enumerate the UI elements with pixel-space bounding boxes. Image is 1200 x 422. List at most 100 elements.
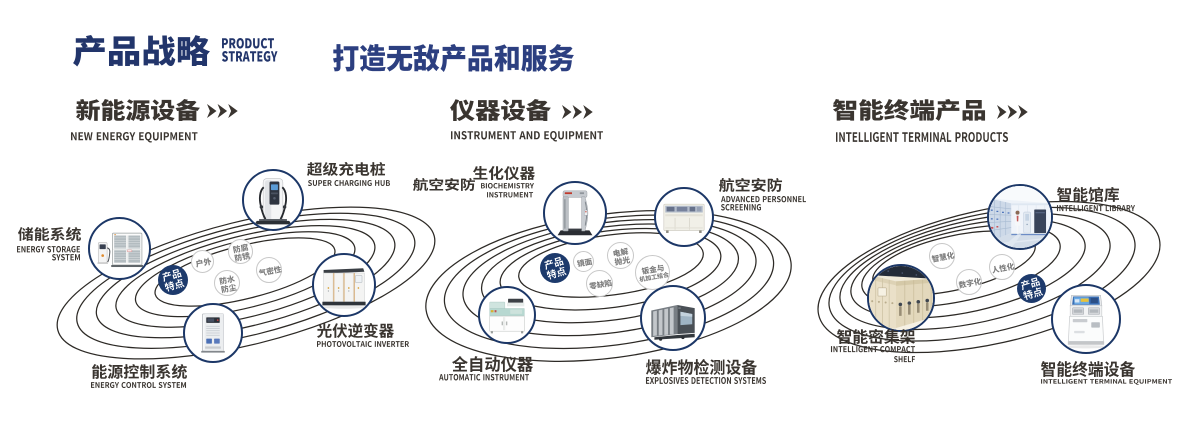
bubble-electropolish-glyphs: [612, 247, 630, 266]
circle-terminal-equipment: [1051, 284, 1121, 354]
terminal-image: [1064, 294, 1108, 349]
label-energy-storage-glyphs: [52, 253, 80, 260]
label-compact-shelf-glyphs: [830, 345, 916, 353]
label-photovoltaic-inverter-glyphs: [316, 340, 410, 347]
circle-personnel-screening: [654, 187, 714, 247]
circle-energy-storage: [87, 216, 151, 280]
circle-automatic-instrument: [478, 286, 536, 344]
kiosk-terminal: [1064, 294, 1108, 349]
bubble-anticorrosion: 防腐防锈: [227, 238, 253, 264]
shelf-image: [869, 266, 933, 330]
section-heading-new-energy-glyphs: [75, 98, 200, 121]
circle-intelligent-library: [987, 184, 1053, 250]
label-energy-control-glyphs: [90, 381, 187, 388]
bubble-airtight-glyphs: [258, 265, 282, 276]
bubble-digital-glyphs: [958, 277, 982, 289]
label-energy-storage-glyphs: [17, 227, 81, 242]
screening-machine: [663, 203, 705, 233]
label-biochemistry-glyphs: [472, 166, 535, 181]
analyzer-machine: [489, 298, 525, 334]
feature-badge-intelligent-terminal: 产品特点: [1016, 273, 1046, 303]
gate-image: [557, 190, 593, 236]
circle-photovoltaic-inverter: [312, 253, 376, 317]
label-personnel-screening-glyphs: [721, 204, 762, 211]
label-personnel-screening-glyphs: [719, 177, 783, 192]
label-energy-storage-glyphs: [17, 245, 80, 252]
label-compact-shelf-glyphs: [893, 355, 915, 362]
bubble-humanized: 人性化: [989, 254, 1015, 280]
bubble-outdoor-glyphs: [195, 257, 211, 268]
circle-aviation-security: [543, 181, 607, 245]
bubble-zero-defect: 零缺陷: [585, 269, 613, 297]
bubble-waterproof-glyphs: [219, 275, 237, 294]
label-energy-control-glyphs: [91, 364, 187, 380]
page-title-glyphs: [73, 35, 211, 67]
bubble-waterproof: 防水防尘: [214, 270, 240, 296]
screening-image: [663, 203, 705, 233]
feature-badge-instruments-glyphs: [544, 256, 567, 280]
control-image: [201, 313, 225, 353]
section-heading-instruments-glyphs: [451, 130, 603, 142]
feature-badge-new-energy: 产品特点: [157, 265, 188, 295]
arrows-intelligent-terminal: [997, 104, 1028, 119]
feature-badge-new-energy-glyphs: [161, 268, 185, 292]
bubble-outdoor: 户外: [190, 249, 214, 273]
label-explosives-detection-glyphs: [646, 359, 758, 376]
automatic-image: [489, 298, 525, 334]
bubble-mirror: 镜面: [572, 250, 594, 272]
charger-image: [254, 178, 292, 225]
label-biochemistry-glyphs: [481, 183, 535, 189]
circle-super-charging: [242, 169, 304, 231]
label-explosives-detection-glyphs: [645, 376, 767, 384]
label-super-charging-glyphs: [307, 179, 390, 186]
inverter-image: [321, 268, 367, 309]
security-gate: [557, 190, 593, 236]
page-title-en-glyphs: [221, 50, 277, 62]
section-heading-new-energy-glyphs: [71, 131, 198, 142]
bubble-sheet-metal: 钣金与机加工结合: [634, 254, 670, 290]
section-heading-instruments-glyphs: [450, 98, 551, 121]
library-room: [989, 186, 1051, 248]
bubble-intelligent: 智慧化: [929, 243, 955, 269]
library-image: [989, 186, 1051, 248]
label-terminal-equipment-glyphs: [1040, 361, 1135, 378]
bubble-zero-defect-glyphs: [588, 278, 612, 289]
arrows-instruments: [562, 104, 593, 119]
arrows-new-energy: [207, 103, 238, 118]
section-heading-intelligent-terminal-glyphs: [836, 132, 1009, 143]
bubble-anticorrosion-glyphs: [232, 243, 250, 262]
feature-badge-instruments: 产品特点: [540, 253, 570, 283]
label-photovoltaic-inverter-glyphs: [317, 323, 394, 339]
bubble-humanized-glyphs: [992, 262, 1015, 274]
section-heading-intelligent-terminal-glyphs: [832, 99, 986, 122]
bubble-electropolish: 电解抛光: [606, 241, 634, 269]
page-title-en-glyphs: [221, 37, 274, 49]
control-cabinet: [201, 313, 225, 353]
bubble-sheet-metal-glyphs: [638, 264, 669, 282]
bubble-airtight: 气密性: [256, 257, 282, 283]
label-biochemistry-glyphs: [487, 191, 534, 197]
label-intelligent-library-glyphs: [1057, 187, 1119, 203]
storage-image: [96, 232, 143, 267]
label-aviation-security-left-glyphs: [412, 177, 475, 191]
label-compact-shelf-glyphs: [837, 328, 916, 344]
inverter-cabinets: [321, 268, 367, 309]
page-tagline-glyphs: [333, 44, 574, 73]
label-intelligent-library-glyphs: [1056, 204, 1136, 212]
compact-shelves: [869, 266, 933, 330]
label-personnel-screening-glyphs: [721, 195, 806, 203]
circle-compact-shelf: [867, 264, 935, 332]
label-terminal-equipment-glyphs: [1041, 378, 1173, 385]
circle-energy-control: [183, 303, 243, 363]
feature-badge-intelligent-terminal-glyphs: [1020, 276, 1043, 300]
label-automatic-instrument-glyphs: [439, 373, 530, 380]
detection-machine: [651, 304, 695, 341]
bubble-intelligent-glyphs: [931, 251, 955, 263]
charging-pile: [254, 178, 292, 225]
label-super-charging-glyphs: [306, 162, 386, 177]
storage-cabinet: [110, 232, 143, 267]
label-automatic-instrument-glyphs: [452, 355, 533, 372]
explosives-image: [651, 304, 695, 341]
